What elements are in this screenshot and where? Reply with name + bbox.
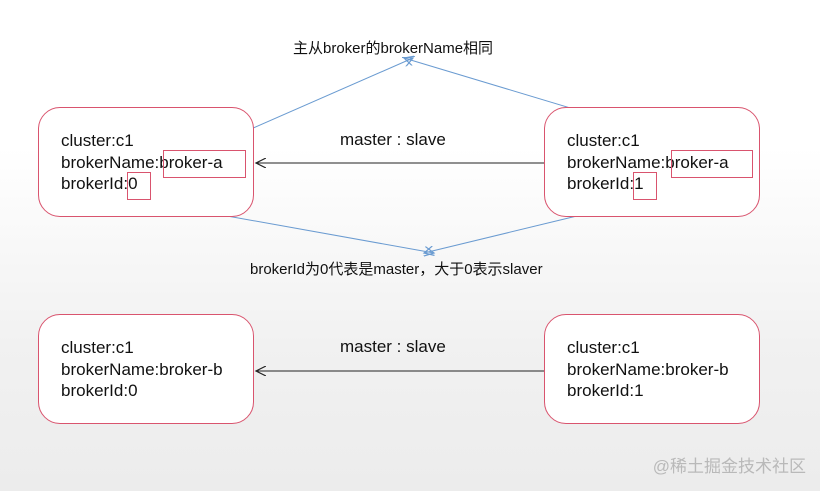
cluster-label: cluster:c1: [567, 338, 640, 357]
broker-name-field: brokerName:broker-a: [567, 152, 729, 174]
broker-name-highlight: [163, 150, 246, 178]
watermark: @稀土掘金技术社区: [652, 457, 806, 476]
broker-b-master-node: cluster:c1 brokerName:broker-b brokerId:…: [38, 314, 254, 424]
broker-name-field: brokerName:broker-a: [61, 152, 223, 174]
relation-label-b: master : slave: [340, 337, 446, 356]
broker-id-field: brokerId:1: [567, 173, 644, 195]
broker-id-field: brokerId:1: [567, 381, 644, 400]
broker-name-value: broker-a: [159, 152, 223, 172]
relation-label-a: master : slave: [340, 130, 446, 149]
broker-id-field: brokerId:0: [61, 173, 138, 195]
broker-name-field: brokerName:broker-b: [61, 359, 223, 379]
broker-a-master-node: cluster:c1 brokerName:broker-a brokerId:…: [38, 107, 254, 217]
broker-name-field: brokerName:broker-b: [567, 359, 729, 379]
broker-b-slave-node: cluster:c1 brokerName:broker-b brokerId:…: [544, 314, 760, 424]
cluster-label: cluster:c1: [61, 131, 134, 150]
broker-name-key: brokerName:: [61, 152, 160, 172]
broker-id-value: 1: [634, 174, 644, 193]
broker-id-value: 0: [128, 174, 138, 193]
broker-id-highlight: [633, 172, 657, 200]
cluster-label: cluster:c1: [567, 131, 640, 150]
broker-id-highlight: [127, 172, 151, 200]
broker-id-key: brokerId:: [567, 174, 635, 193]
broker-id-key: brokerId:: [61, 174, 129, 193]
broker-name-value: broker-a: [665, 152, 729, 172]
caption-same-broker-name: 主从broker的brokerName相同: [293, 40, 494, 57]
broker-a-slave-node: cluster:c1 brokerName:broker-a brokerId:…: [544, 107, 760, 217]
broker-name-key: brokerName:: [567, 152, 666, 172]
broker-name-highlight: [671, 150, 753, 178]
caption-broker-id-meaning: brokerId为0代表是master，大于0表示slaver: [250, 261, 543, 278]
cluster-label: cluster:c1: [61, 338, 134, 357]
broker-id-field: brokerId:0: [61, 381, 138, 400]
